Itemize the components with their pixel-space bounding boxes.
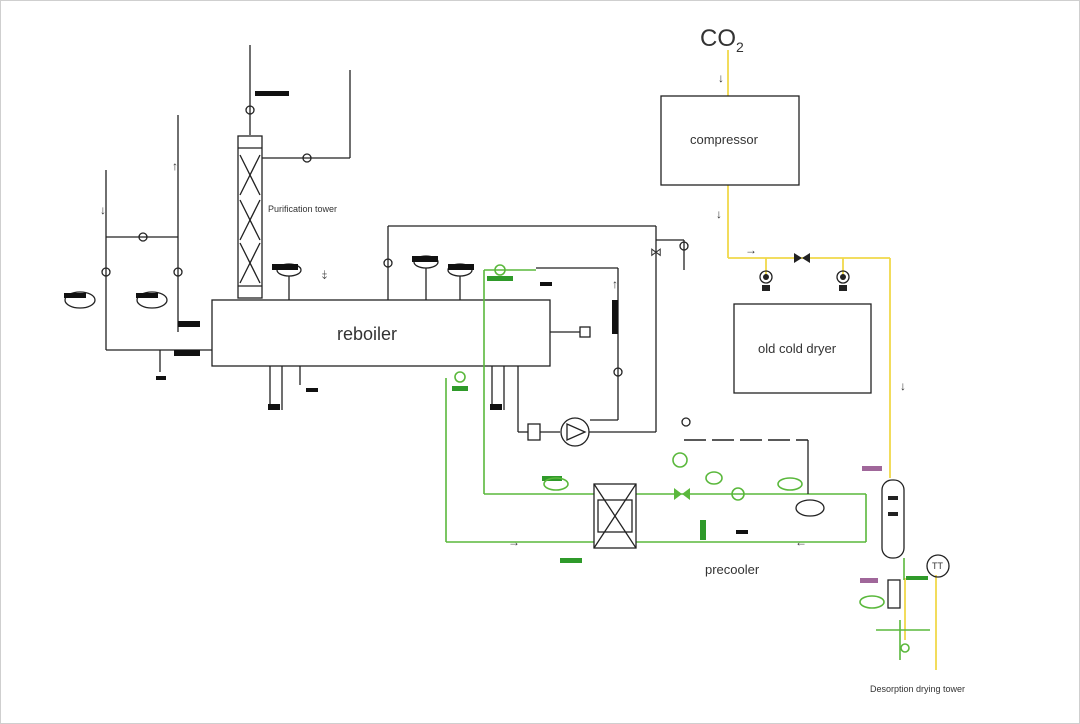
instrument-icon — [494, 264, 506, 276]
pressure-gauge-icon — [543, 477, 569, 491]
co2-label: CO2 — [700, 25, 744, 55]
green-circulation-loop — [445, 269, 905, 580]
redacted-tag — [736, 530, 748, 534]
heat-exchanger-box — [593, 483, 637, 549]
redacted-tag — [174, 350, 200, 356]
old-cold-dryer-box — [733, 303, 872, 394]
pressure-gauge-icon — [705, 471, 723, 485]
green-tag — [560, 558, 582, 563]
instrument-icon — [173, 267, 183, 277]
pressure-gauge-icon — [795, 499, 825, 517]
tc-instrument-icon — [672, 452, 688, 468]
flow-arrow-down-icon: ↓ — [100, 203, 106, 217]
pressure-gauge-icon — [447, 263, 474, 300]
instrument-icon — [900, 643, 910, 653]
redacted-tag — [178, 321, 200, 327]
pressure-gauge-icon — [836, 270, 850, 291]
redacted-tag — [268, 404, 280, 410]
flow-arrow-up-icon: ↑ — [612, 277, 618, 291]
redacted-tag — [612, 300, 618, 334]
pressure-gauge-icon — [412, 255, 439, 300]
heater-icon — [579, 326, 591, 338]
purple-tag — [860, 578, 878, 583]
flow-arrow-up-icon: ↑ — [172, 159, 178, 173]
redacted-tag — [490, 404, 502, 410]
left-inlet-lines — [105, 115, 212, 372]
instrument-icon — [302, 153, 312, 163]
green-tag — [906, 576, 928, 580]
flow-arrow-down-icon: ↓ — [718, 71, 724, 85]
separator-vessel — [887, 579, 901, 609]
pressure-gauge-icon — [64, 291, 96, 309]
green-tag — [452, 386, 468, 391]
compressor-label: compressor — [690, 132, 759, 147]
instrument-icon — [679, 241, 689, 251]
redacted-tag — [156, 376, 166, 380]
compressor-box — [660, 95, 800, 186]
desorption-vessel — [881, 479, 905, 559]
green-tag — [700, 520, 706, 540]
relief-valve-icon: ⤈ — [321, 267, 327, 281]
tt-instrument-icon — [926, 554, 950, 578]
flow-arrow-down-icon: ↓ — [900, 379, 906, 393]
valve-icon: ⋈ — [650, 245, 662, 259]
precooler-label: precooler — [705, 562, 760, 577]
flow-arrow-right-icon: → — [745, 243, 757, 257]
instrument-icon — [613, 367, 623, 377]
flow-arrow-left-icon: ← — [795, 535, 807, 549]
instrument-icon — [101, 267, 111, 277]
old-cold-dryer-label: old cold dryer — [758, 341, 837, 356]
purple-tag — [862, 466, 882, 471]
reboiler-vessel — [211, 299, 551, 367]
pressure-gauge-icon — [777, 477, 803, 491]
instrument-icon — [138, 232, 148, 242]
redacted-tag — [540, 282, 552, 286]
desorption-drying-tower-label: Desorption drying tower — [870, 684, 965, 694]
pressure-gauge-icon — [859, 595, 885, 609]
pump-icon — [731, 487, 745, 501]
instrument-icon — [383, 258, 393, 268]
pressure-gauge-icon — [759, 270, 773, 291]
redacted-tag — [255, 91, 289, 96]
valve-icon — [794, 253, 810, 263]
instrument-icon — [245, 105, 255, 115]
instrument-icon — [681, 417, 691, 427]
purification-tower — [237, 45, 351, 299]
instrument-icon — [454, 371, 466, 383]
redacted-tag — [306, 388, 318, 392]
pressure-gauge-icon — [136, 291, 168, 309]
valve-icon — [674, 488, 682, 500]
flow-arrow-right-icon: → — [508, 535, 520, 549]
green-tag — [487, 276, 513, 281]
reboiler-label: reboiler — [337, 324, 397, 344]
pressure-gauge-icon — [272, 263, 302, 300]
tt-label: TT — [932, 561, 943, 571]
filter-icon — [527, 423, 541, 441]
flow-arrow-down-icon: ↓ — [716, 207, 722, 221]
purification-tower-label: Purification tower — [268, 204, 337, 214]
